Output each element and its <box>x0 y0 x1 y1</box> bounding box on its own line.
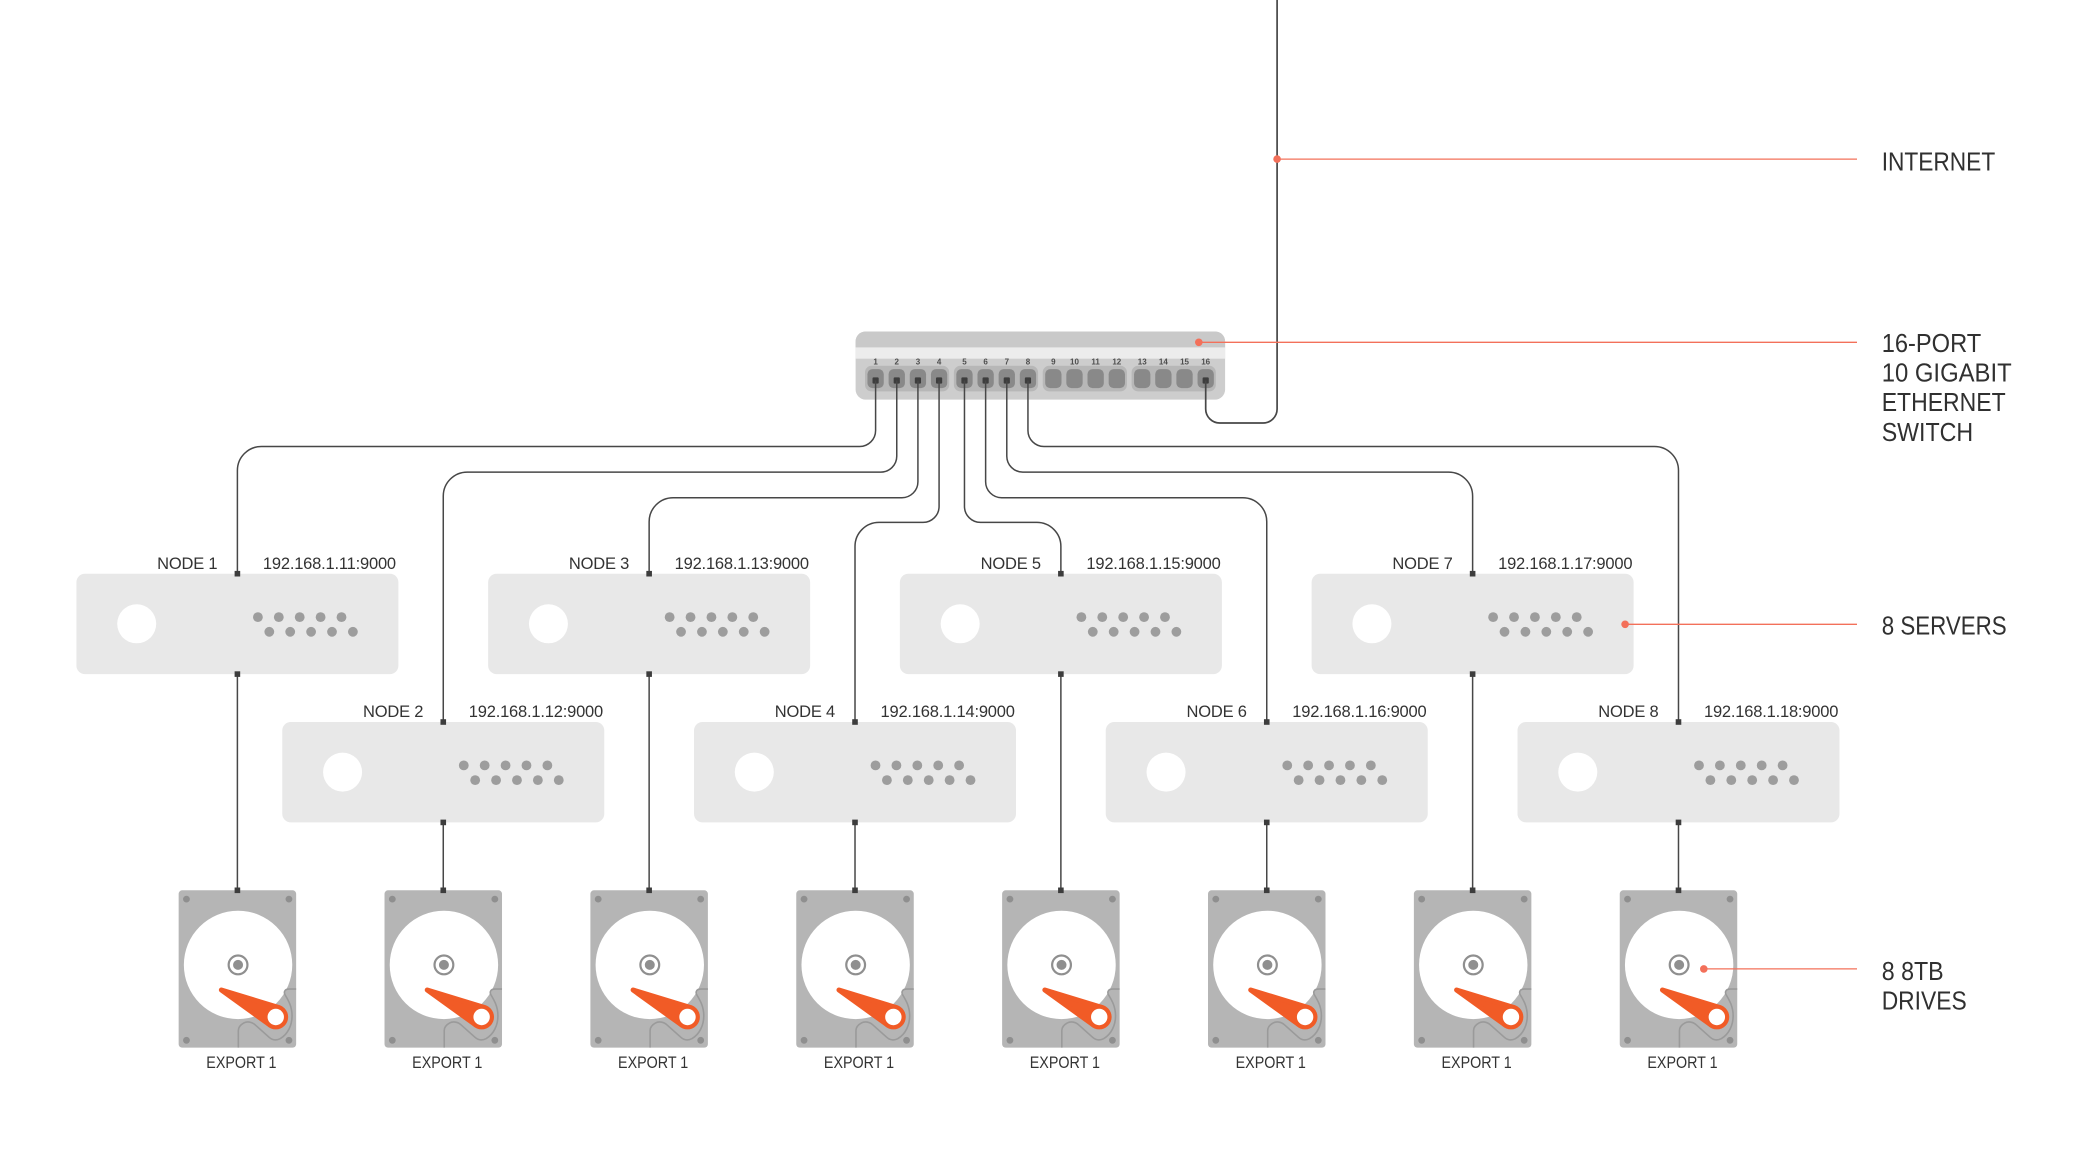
svg-text:8 SERVERS: 8 SERVERS <box>1882 610 2007 640</box>
svg-text:192.168.1.12:9000: 192.168.1.12:9000 <box>469 703 603 721</box>
svg-text:8: 8 <box>1026 357 1031 366</box>
svg-text:1: 1 <box>873 357 878 366</box>
svg-text:EXPORT 1: EXPORT 1 <box>1030 1054 1100 1072</box>
svg-text:13: 13 <box>1138 357 1147 366</box>
svg-text:EXPORT 1: EXPORT 1 <box>824 1054 894 1072</box>
svg-text:EXPORT 1: EXPORT 1 <box>412 1054 482 1072</box>
svg-text:15: 15 <box>1180 357 1189 366</box>
svg-text:EXPORT 1: EXPORT 1 <box>1647 1054 1717 1072</box>
svg-text:4: 4 <box>937 357 942 366</box>
svg-text:NODE 2: NODE 2 <box>363 703 423 721</box>
svg-text:192.168.1.15:9000: 192.168.1.15:9000 <box>1086 555 1220 573</box>
svg-text:14: 14 <box>1159 357 1168 366</box>
svg-text:NODE 6: NODE 6 <box>1187 703 1247 721</box>
svg-text:192.168.1.17:9000: 192.168.1.17:9000 <box>1498 555 1632 573</box>
svg-text:16: 16 <box>1201 357 1210 366</box>
svg-text:8 8TB: 8 8TB <box>1882 956 1944 986</box>
svg-text:EXPORT 1: EXPORT 1 <box>1442 1054 1512 1072</box>
svg-text:6: 6 <box>983 357 988 366</box>
svg-text:NODE 7: NODE 7 <box>1392 555 1452 573</box>
svg-text:ETHERNET: ETHERNET <box>1882 387 2006 417</box>
svg-text:10: 10 <box>1070 357 1079 366</box>
svg-text:SWITCH: SWITCH <box>1882 417 1974 447</box>
svg-text:3: 3 <box>916 357 921 366</box>
svg-text:2: 2 <box>895 357 900 366</box>
svg-text:DRIVES: DRIVES <box>1882 986 1967 1016</box>
svg-text:192.168.1.16:9000: 192.168.1.16:9000 <box>1292 703 1426 721</box>
svg-text:EXPORT 1: EXPORT 1 <box>1236 1054 1306 1072</box>
svg-text:7: 7 <box>1005 357 1010 366</box>
svg-text:NODE 8: NODE 8 <box>1598 703 1658 721</box>
svg-text:12: 12 <box>1112 357 1121 366</box>
svg-text:5: 5 <box>962 357 967 366</box>
svg-text:16-PORT: 16-PORT <box>1882 328 1982 358</box>
svg-text:NODE 4: NODE 4 <box>775 703 835 721</box>
svg-text:192.168.1.11:9000: 192.168.1.11:9000 <box>263 555 396 573</box>
svg-text:192.168.1.18:9000: 192.168.1.18:9000 <box>1704 703 1838 721</box>
svg-text:9: 9 <box>1051 357 1056 366</box>
svg-text:11: 11 <box>1091 357 1100 366</box>
svg-text:INTERNET: INTERNET <box>1882 147 1996 177</box>
svg-text:NODE 3: NODE 3 <box>569 555 629 573</box>
svg-text:192.168.1.14:9000: 192.168.1.14:9000 <box>881 703 1015 721</box>
svg-text:192.168.1.13:9000: 192.168.1.13:9000 <box>675 555 809 573</box>
svg-text:NODE 5: NODE 5 <box>981 555 1041 573</box>
svg-text:EXPORT 1: EXPORT 1 <box>206 1054 276 1072</box>
svg-text:EXPORT 1: EXPORT 1 <box>618 1054 688 1072</box>
svg-text:10 GIGABIT: 10 GIGABIT <box>1882 358 2012 388</box>
svg-text:NODE 1: NODE 1 <box>157 555 217 573</box>
